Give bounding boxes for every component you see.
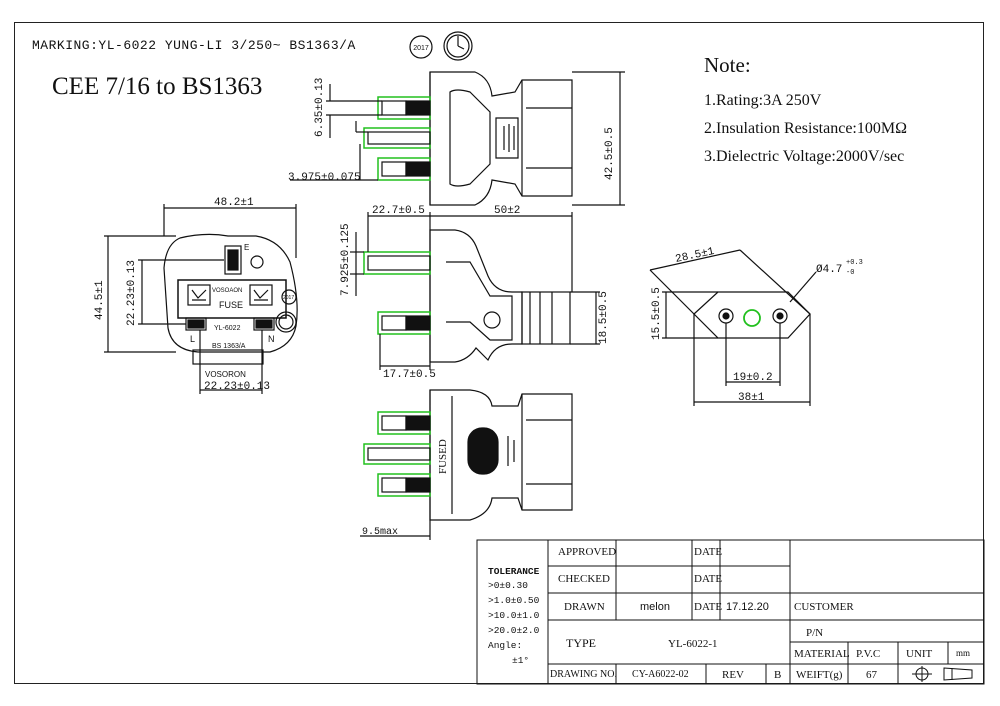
tolerance-item: >1.0±0.50 bbox=[488, 595, 540, 606]
tb-rev-value: B bbox=[774, 669, 782, 681]
dim-euro-hole: Ø4.7 bbox=[816, 264, 842, 276]
dim-face-width: 48.2±1 bbox=[214, 197, 254, 209]
dim-pin-span-h: 22.23±0.13 bbox=[204, 381, 270, 393]
face-label-date: 2017 bbox=[283, 295, 294, 301]
tb-drawing-no-value: CY-A6022-02 bbox=[632, 669, 689, 680]
dim-cord-diameter: 18.5±0.5 bbox=[598, 291, 610, 344]
dim-pin-side: 7.925±0.125 bbox=[340, 223, 352, 296]
tb-weight-value: 67 bbox=[866, 669, 877, 681]
dim-body-height: 42.5±0.5 bbox=[604, 127, 616, 180]
tb-checked: CHECKED bbox=[558, 573, 610, 585]
side-view-bottom bbox=[360, 389, 573, 540]
tolerance-angle-value: ±1° bbox=[512, 655, 530, 666]
date-stamp-text: 2017 bbox=[413, 45, 429, 52]
tb-type-value: YL-6022-1 bbox=[668, 638, 718, 650]
tb-date-2: DATE bbox=[694, 573, 723, 585]
side-view-middle bbox=[350, 212, 600, 370]
dim-euro-hole-tol-up: +0.3 bbox=[846, 259, 863, 267]
tb-customer: CUSTOMER bbox=[794, 601, 854, 613]
tb-date-3: DATE bbox=[694, 601, 723, 613]
side-view-top bbox=[290, 71, 625, 206]
dim-euro-width: 38±1 bbox=[738, 392, 765, 404]
tolerance-item: >20.0±2.0 bbox=[488, 625, 540, 636]
dim-euro-diagonal: 28.5±1 bbox=[674, 246, 716, 266]
clock-stamp-icon bbox=[443, 31, 473, 61]
dim-pin-width: 6.35±0.13 bbox=[314, 78, 326, 137]
face-label-l: L bbox=[190, 334, 195, 344]
note-item: 1.Rating:3A 250V bbox=[704, 92, 822, 109]
fused-label: FUSED bbox=[437, 439, 449, 474]
dim-bottom-pin: 9.5max bbox=[362, 527, 398, 538]
dim-pin-height: 3.975±0.075 bbox=[288, 172, 361, 184]
euro-face-view bbox=[649, 249, 817, 406]
marking-text: MARKING:YL-6022 YUNG-LI 3/250~ BS1363/A bbox=[32, 38, 356, 53]
tolerance-angle-label: Angle: bbox=[488, 640, 523, 651]
tb-material: MATERIAL bbox=[794, 648, 850, 660]
dim-euro-hole-tol-down: -0 bbox=[846, 269, 854, 277]
tolerance-item: >0±0.30 bbox=[488, 580, 528, 591]
face-label-fuse: FUSE bbox=[219, 300, 243, 310]
tb-pn: P/N bbox=[806, 627, 824, 639]
dim-face-height: 44.5±1 bbox=[94, 280, 106, 320]
tolerance-title: TOLERANCE bbox=[488, 566, 540, 577]
face-label-std: BS 1363/A bbox=[212, 343, 246, 350]
drawing-subtitle: CEE 7/16 to BS1363 bbox=[52, 73, 263, 100]
tb-drawn-date: 17.12.20 bbox=[726, 601, 769, 613]
face-label-n: N bbox=[268, 334, 275, 344]
tb-type: TYPE bbox=[566, 636, 596, 650]
tb-material-value: P.V.C bbox=[856, 648, 881, 660]
dim-euro-height: 15.5±0.5 bbox=[651, 287, 663, 340]
dim-pin-length: 17.7±0.5 bbox=[383, 369, 436, 381]
tb-unit-value: mm bbox=[956, 648, 971, 658]
tb-drawing-no: DRAWING NO. bbox=[550, 669, 617, 680]
face-label-e: E bbox=[244, 243, 249, 252]
tolerance-item: >10.0±1.0 bbox=[488, 610, 540, 621]
title-block-grid bbox=[476, 539, 985, 685]
tb-unit: UNIT bbox=[906, 648, 933, 660]
dim-body-length: 50±2 bbox=[494, 205, 520, 217]
face-label-model: YL-6022 bbox=[214, 325, 241, 332]
face-label-brand-small: VOSOAON bbox=[212, 288, 242, 294]
note-item: 2.Insulation Resistance:100MΩ bbox=[704, 120, 907, 137]
tb-rev: REV bbox=[722, 669, 744, 681]
dim-euro-pitch: 19±0.2 bbox=[733, 372, 773, 384]
notes-title: Note: bbox=[704, 53, 751, 77]
tb-weight: WEIFT(g) bbox=[796, 669, 843, 681]
tb-drawn: DRAWN bbox=[564, 601, 605, 613]
tb-date-1: DATE bbox=[694, 546, 723, 558]
date-stamp: 2017 bbox=[409, 35, 433, 59]
front-face-view bbox=[104, 204, 298, 394]
dim-pin-span-v: 22.23±0.13 bbox=[126, 260, 138, 326]
face-label-brand: VOSORON bbox=[205, 370, 246, 379]
note-item: 3.Dielectric Voltage:2000V/sec bbox=[704, 148, 905, 165]
dim-top-width: 22.7±0.5 bbox=[372, 205, 425, 217]
tb-approved: APPROVED bbox=[558, 546, 617, 558]
tb-drawn-by: melon bbox=[640, 601, 670, 613]
